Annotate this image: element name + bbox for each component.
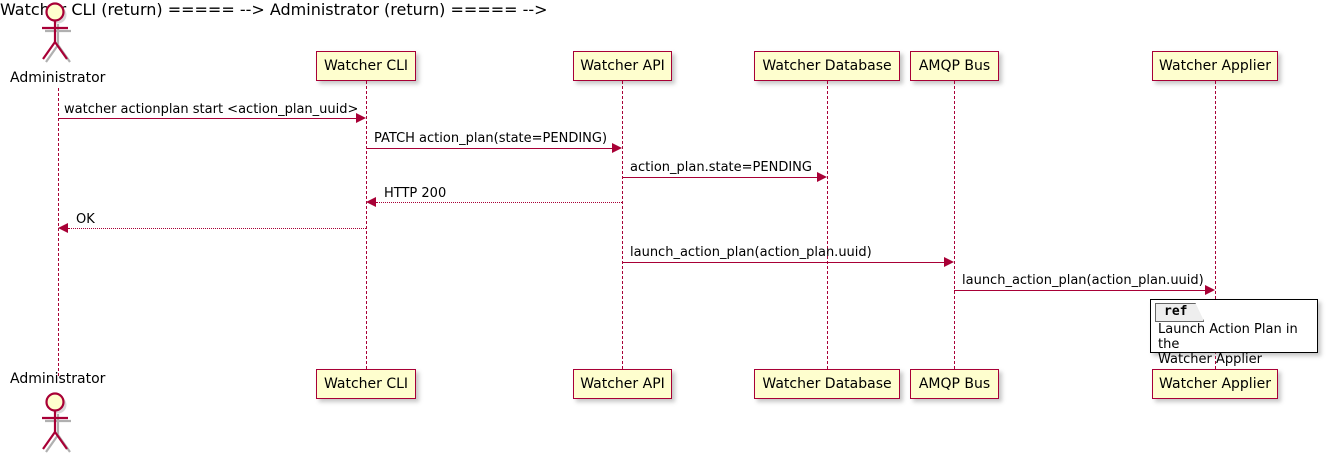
actor-figure-icon [42,2,71,63]
participant-box-watcher-database-top[interactable]: Watcher Database [754,51,900,81]
message-label-m7: launch_action_plan(action_plan.uuid) [962,273,1204,288]
participant-label: Watcher CLI [323,58,409,74]
participant-box-amqp-bus-top[interactable]: AMQP Bus [910,51,999,81]
message-line-m6 [622,262,944,263]
actor-figure-icon [42,392,71,453]
message-line-m3 [622,177,817,178]
participant-label: Watcher Database [762,58,892,74]
message-line-m4 [376,202,622,203]
message-line-m5 [68,228,366,229]
message-line-m2 [366,148,612,149]
message-label-m3: action_plan.state=PENDING [630,160,812,175]
message-label-m1: watcher actionplan start <action_plan_uu… [64,102,359,117]
participant-label: Watcher Applier [1159,58,1271,74]
lifeline-watcher-applier [1215,81,1216,369]
lifeline-watcher-api [622,81,623,369]
arrow-head-m1 [356,113,366,123]
actor-administrator-bottom[interactable] [34,392,82,454]
lifeline-watcher-database [827,81,828,369]
participant-label: Watcher Applier [1159,376,1271,392]
ref-fragment[interactable]: ref Launch Action Plan in the Watcher Ap… [1150,299,1318,367]
participant-box-watcher-api-top[interactable]: Watcher API [573,51,672,81]
arrow-head-m4 [366,197,376,207]
ref-fragment-tab-label: ref [1155,303,1204,322]
ref-fragment-text: Launch Action Plan in the Watcher Applie… [1158,322,1298,367]
participant-label: AMQP Bus [918,376,991,392]
message-label-m4: HTTP 200 [384,186,447,201]
participant-label: Watcher Database [762,376,892,392]
lifeline-watcher-cli [366,81,367,369]
message-label-m6: launch_action_plan(action_plan.uuid) [630,245,872,260]
participant-box-watcher-cli-top[interactable]: Watcher CLI [316,51,416,81]
arrow-head-m6 [944,257,954,267]
participant-box-watcher-api-bottom[interactable]: Watcher API [573,369,672,399]
message-line-m7 [954,290,1205,291]
lifeline-amqp-bus [954,81,955,369]
message-label-m5: OK [76,212,95,227]
participant-box-watcher-applier-top[interactable]: Watcher Applier [1152,51,1278,81]
participant-box-watcher-applier-bottom[interactable]: Watcher Applier [1152,369,1278,399]
participant-label: Watcher API [580,58,665,74]
arrow-head-m3 [817,172,827,182]
message-label-m2: PATCH action_plan(state=PENDING) [374,131,608,146]
actor-administrator-top[interactable] [34,2,82,64]
arrow-head-m5 [58,223,68,233]
participant-label: Watcher CLI [323,376,409,392]
participant-box-watcher-database-bottom[interactable]: Watcher Database [754,369,900,399]
participant-box-watcher-cli-bottom[interactable]: Watcher CLI [316,369,416,399]
message-line-m1 [58,118,356,119]
participant-box-amqp-bus-bottom[interactable]: AMQP Bus [910,369,999,399]
actor-label-administrator-bottom: Administrator [10,371,106,387]
actor-label-administrator-top: Administrator [10,70,106,86]
participant-label: Watcher API [580,376,665,392]
arrow-head-m7 [1205,285,1215,295]
participant-label: AMQP Bus [918,58,991,74]
arrow-head-m2 [612,143,622,153]
